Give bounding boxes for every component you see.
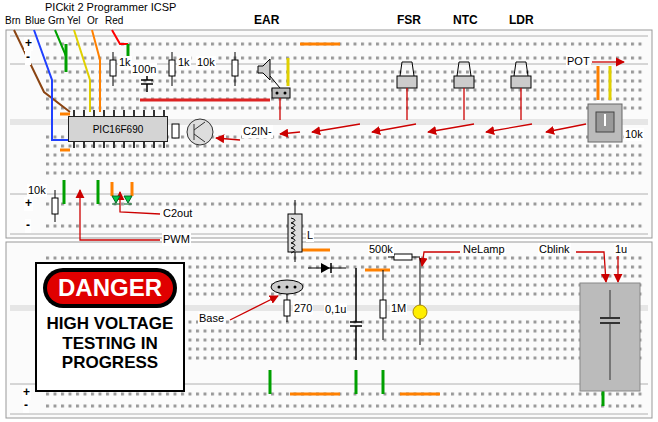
hole-row xyxy=(46,154,646,157)
rail-sign: + xyxy=(24,197,33,211)
signal-name: Base xyxy=(198,312,225,325)
programmer-label: PICkit 2 Programmer ICSP xyxy=(44,1,177,14)
sensor-symbol xyxy=(397,62,531,88)
part-name: POT xyxy=(566,55,591,68)
hole-row xyxy=(46,393,646,396)
node-body: HIGH VOLTAGE TESTING IN PROGRESS xyxy=(37,312,183,377)
chip-pin xyxy=(113,142,115,148)
hole-row xyxy=(46,107,646,110)
part-value: 0,1u xyxy=(324,303,347,316)
wire-color: Red xyxy=(104,15,124,27)
chip-pin xyxy=(133,142,135,148)
hole-row xyxy=(46,163,646,166)
part-value: 270 xyxy=(293,302,313,315)
chip-pin xyxy=(123,142,125,148)
hole-row xyxy=(46,203,646,206)
resistor-symbol xyxy=(284,254,420,340)
potentiometer-symbol xyxy=(588,104,622,142)
chip-pin xyxy=(83,142,85,148)
chip-pin xyxy=(73,142,75,148)
wire-color: Yel xyxy=(66,15,82,27)
warning-sign: DANGER HIGH VOLTAGE TESTING IN PROGRESS xyxy=(35,262,185,392)
part-name: LDR xyxy=(508,14,535,28)
hole-row xyxy=(46,145,646,148)
hole-row xyxy=(46,98,646,101)
diode-symbol xyxy=(308,263,346,273)
hole-row xyxy=(46,257,646,260)
part-value: 10k xyxy=(27,184,47,197)
signal-name: PWM xyxy=(162,233,191,246)
rail-sign: + xyxy=(24,37,33,51)
hole-row xyxy=(46,225,646,228)
breadboard-upper xyxy=(6,30,652,238)
chip-pin xyxy=(103,142,105,148)
chip-pin xyxy=(93,142,95,148)
part-value: 1k xyxy=(118,56,132,69)
sensor-leads xyxy=(280,88,521,120)
hole-row xyxy=(46,172,646,175)
part-name: NeLamp xyxy=(462,243,506,256)
part-value: 1k xyxy=(177,56,191,69)
rail-lines xyxy=(10,36,648,414)
wire-color: Blue xyxy=(24,15,46,27)
rail-sign: + xyxy=(22,386,31,400)
hole-row xyxy=(46,57,646,60)
part-value: 10k xyxy=(196,56,216,69)
chip-pin xyxy=(143,142,145,148)
hole-row xyxy=(46,43,646,46)
hole-row xyxy=(46,405,646,408)
capacitor-block xyxy=(580,283,640,391)
led-symbol xyxy=(112,196,132,204)
resistor-symbol xyxy=(110,52,238,86)
rail-sign: - xyxy=(23,399,29,413)
wire-color: Grn xyxy=(47,15,66,27)
chip-pin xyxy=(163,142,165,148)
transistor-symbol xyxy=(271,280,303,294)
signal-name: C2IN- xyxy=(242,125,273,138)
part-value: 10k xyxy=(624,128,644,141)
neon-lamp-symbol xyxy=(413,258,427,345)
part-value: 500k xyxy=(368,243,394,256)
transistor-symbol xyxy=(172,119,213,145)
breadboard-lower xyxy=(6,242,652,418)
signal-name: C2out xyxy=(162,207,193,220)
rail-sign: - xyxy=(25,51,31,65)
microcontroller-chip: PIC16F690 xyxy=(68,116,168,142)
part-value: 100n xyxy=(131,63,157,76)
node-heading: PIC16F690 xyxy=(93,124,144,135)
wire-color: Or xyxy=(86,15,99,27)
part-name: L xyxy=(306,229,314,242)
chip-pin xyxy=(153,142,155,148)
inductor-symbol xyxy=(288,200,302,262)
part-name: NTC xyxy=(452,14,479,28)
rail-sign: - xyxy=(25,219,31,233)
capacitor-symbol xyxy=(350,268,362,360)
part-name: FSR xyxy=(396,14,422,28)
hole-row xyxy=(46,89,646,92)
part-value: 1M xyxy=(390,302,407,315)
speaker-symbol xyxy=(258,59,290,98)
resistor-symbol xyxy=(52,190,58,222)
hole-row xyxy=(46,80,646,83)
part-value: 1u xyxy=(614,243,628,256)
part-name: Cblink xyxy=(538,243,571,256)
node-heading: DANGER xyxy=(47,272,173,304)
part-name: EAR xyxy=(253,14,280,28)
wire-color: Brn xyxy=(4,15,22,27)
